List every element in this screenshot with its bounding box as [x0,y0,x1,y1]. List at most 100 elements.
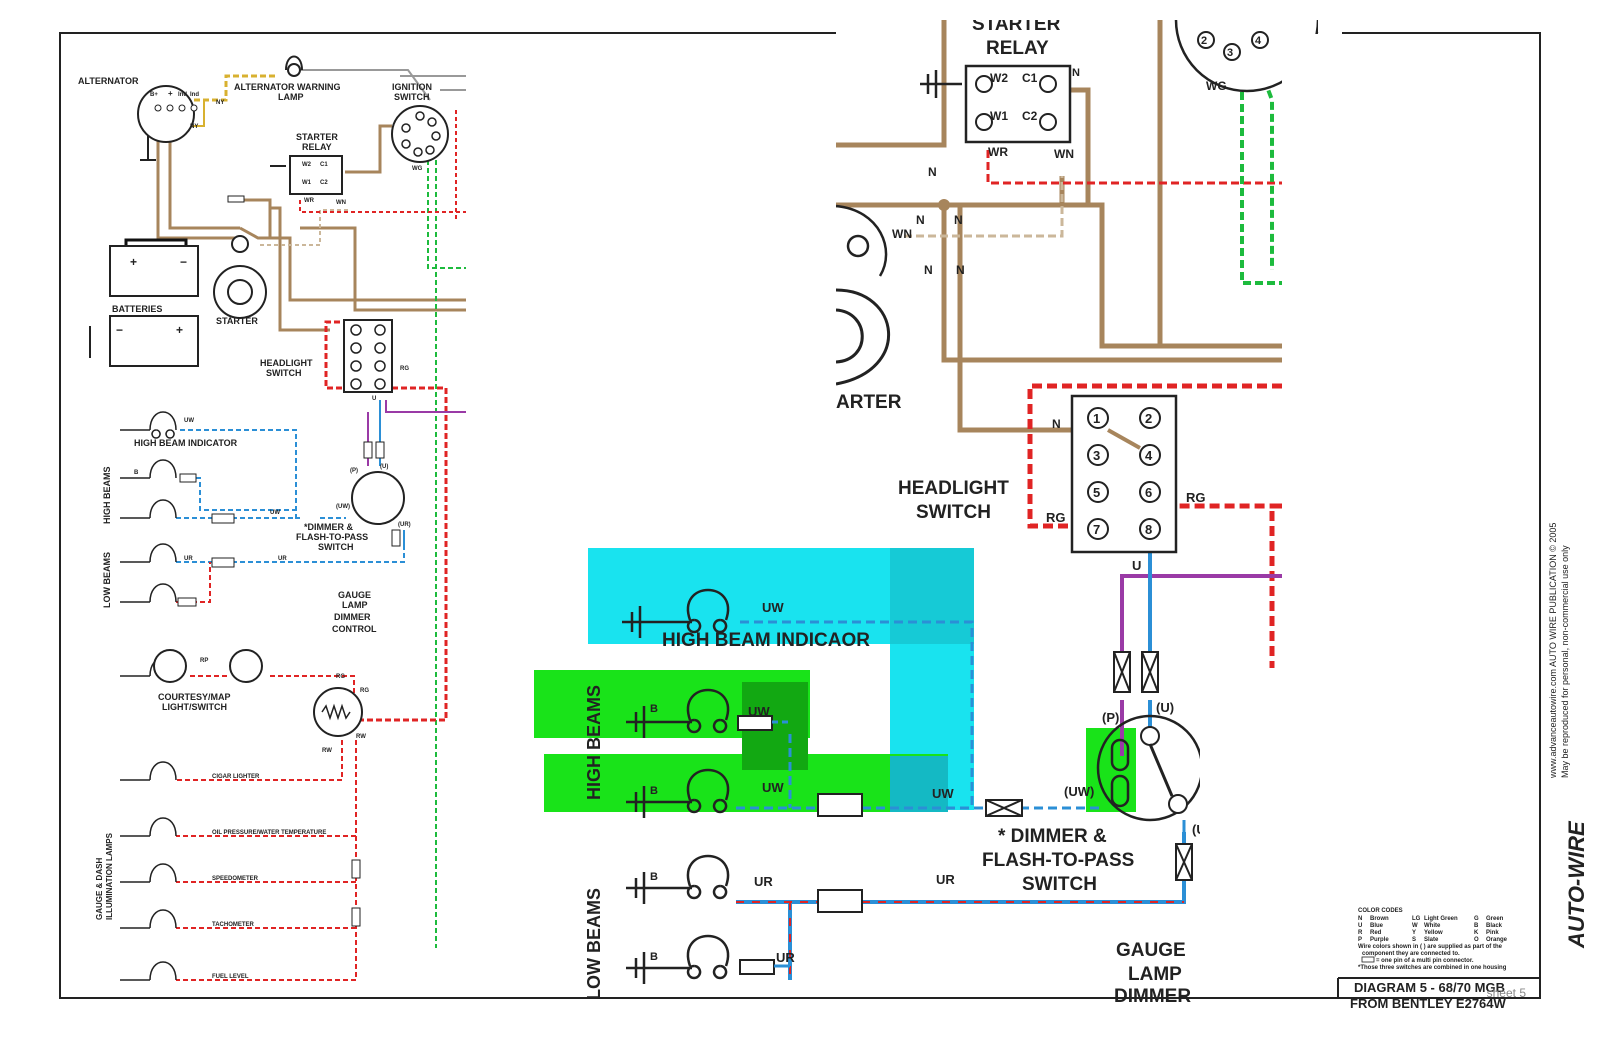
zoom-headlight-pins: 1 2 3 4 5 6 7 8 [1087,407,1161,540]
dimmer-label-left-1: *DIMMER & [304,522,353,532]
svg-text:S: S [1412,937,1416,943]
svg-text:Red: Red [1370,930,1382,936]
zoom-low-beams-label: LOW BEAMS [584,888,604,1000]
zoom-uw-wires [736,620,1100,810]
svg-text:6: 6 [1145,485,1152,500]
zoom-ur-3: UR [776,950,795,965]
svg-text:Light Green: Light Green [1424,916,1458,922]
zoom-uw-2: UW [748,704,770,719]
zoom-relay-w1: W1 [990,109,1008,123]
zoom-wn-2: WN [892,227,912,241]
zoom-n-4: N [924,263,933,277]
svg-text:R: R [1358,930,1363,936]
svg-text:K: K [1474,930,1479,936]
zoom-relay-w2: W2 [990,71,1008,85]
zoom-headlight-label-2: SWITCH [916,502,991,523]
svg-text:−: − [180,255,187,269]
svg-text:Slate: Slate [1424,937,1439,943]
side-credit-1: www.advanceautowire.com AUTO WIRE PUBLIC… [1548,523,1558,779]
svg-text:3: 3 [1093,448,1100,463]
svg-text:Brown: Brown [1370,916,1389,922]
svg-text:Purple: Purple [1370,937,1389,943]
diagram-source: FROM BENTLEY E2764W [1350,996,1507,1011]
zoom-ur-1: UR [754,874,773,889]
svg-text:+: + [130,255,137,269]
wire-b-left: B [134,470,139,476]
svg-text:+: + [176,323,183,337]
starter-relay-label-2: RELAY [302,142,332,152]
zoom-gauge-label-1: GAUGE [1116,940,1186,961]
wire-p-left: (P) [350,468,358,474]
zoom-uw-4: UW [932,786,954,801]
zoom-high-beam-indicator-label: HIGH BEAM INDICAOR [662,630,870,651]
starter-relay-label-1: STARTER [296,132,338,142]
zoom-ign-pin-3: 3 [1227,47,1233,59]
lamp-oil: OIL PRESSURE/WATER TEMPERATURE [212,830,326,836]
overlap-highlight [890,756,948,812]
wire-u-left: U [372,396,376,402]
title-box: DIAGRAM 5 - 68/70 MGB FROM BENTLEY E2764… [1337,977,1540,1011]
side-credit-2: May be reproduced for personal, non-comm… [1560,545,1570,778]
wire-rw-gauge: RW [322,748,332,754]
svg-text:Wire colors shown in ( ) are s: Wire colors shown in ( ) are supplied as… [1358,944,1503,950]
zoom-p-label: (P) [1102,710,1119,725]
svg-text:*Those three switches are comb: *Those three switches are combined in on… [1358,965,1507,971]
wire-wr-left: WR [304,198,315,204]
relay-pin-c1: C1 [320,162,328,168]
lamp-cigar: CIGAR LIGHTER [212,774,260,780]
batteries-label: BATTERIES [112,304,162,314]
gauge-rheostat-left [313,687,363,737]
zoom-b-2: B [650,785,658,797]
svg-text:7: 7 [1093,522,1100,537]
courtesy-switch [229,649,263,683]
zoom-high-beams-label: HIGH BEAMS [584,685,604,800]
alt-warning-lamp-symbol [285,55,303,77]
svg-text:4: 4 [1145,448,1153,463]
starter-label: STARTER [216,316,258,326]
zoom-ur-2: UR [936,872,955,887]
zoom-uw-paren: (UW) [1064,784,1094,799]
lamp-fuel: FUEL LEVEL [212,974,249,980]
svg-text:Pink: Pink [1486,930,1499,936]
high-beams-label-left: HIGH BEAMS [102,466,112,524]
zoom-dimmer-label-1: * DIMMER & [998,826,1107,847]
right-zoom-panel: STARTER RELAY W2 C1 W1 C2 WR WN N N N N … [584,14,1320,1007]
zoom-uw-1: UW [762,600,784,615]
diagram-title: DIAGRAM 5 - 68/70 MGB [1354,980,1505,995]
zoom-wire-wr: WR [988,145,1008,159]
wire-rg-gauge: RG [336,674,345,680]
wire-u2-left: (U) [380,464,388,470]
svg-text:B: B [1474,923,1479,929]
svg-text:Blue: Blue [1370,923,1384,929]
wire-wg-left: WG [412,166,423,172]
svg-text:5: 5 [1093,485,1100,500]
svg-text:component they are connected t: component they are connected to. [1362,951,1460,957]
zoom-b-4: B [650,951,658,963]
wire-uw2-left: (UW) [336,504,350,510]
illumination-label-2: ILLUMINATION LAMPS [105,832,114,920]
zoom-wire-wn: WN [1054,147,1074,161]
wire-uw-left-2: UW [270,510,280,516]
svg-text:N: N [1358,916,1362,922]
zoom-starter-relay-label-2: RELAY [986,38,1049,59]
battery-1 [109,245,199,297]
gauge-lamp-left-2: LAMP [342,600,368,610]
wire-uw-left: UW [184,418,194,424]
dimmer-label-left-3: SWITCH [318,542,354,552]
legend-title: COLOR CODES [1358,908,1403,914]
highlight-overlays [534,548,1136,812]
wire-rw-gauge-2: RW [356,734,366,740]
zoom-headlight-label-1: HEADLIGHT [898,478,1009,499]
zoom-n-5: N [956,263,965,277]
zoom-wire-rg-2: RG [1186,490,1206,505]
indicator-wire-overlap [890,548,974,644]
dimmer-switch-left [351,471,405,525]
relay-pin-w1: W1 [302,180,312,186]
alt-warning-lamp-label-2: LAMP [278,92,304,102]
brand-logo: AUTO-WIRE [1564,820,1589,949]
svg-text:Orange: Orange [1486,937,1508,943]
ignition-switch-label-2: SWITCH [394,92,430,102]
rw-wires [176,740,357,981]
